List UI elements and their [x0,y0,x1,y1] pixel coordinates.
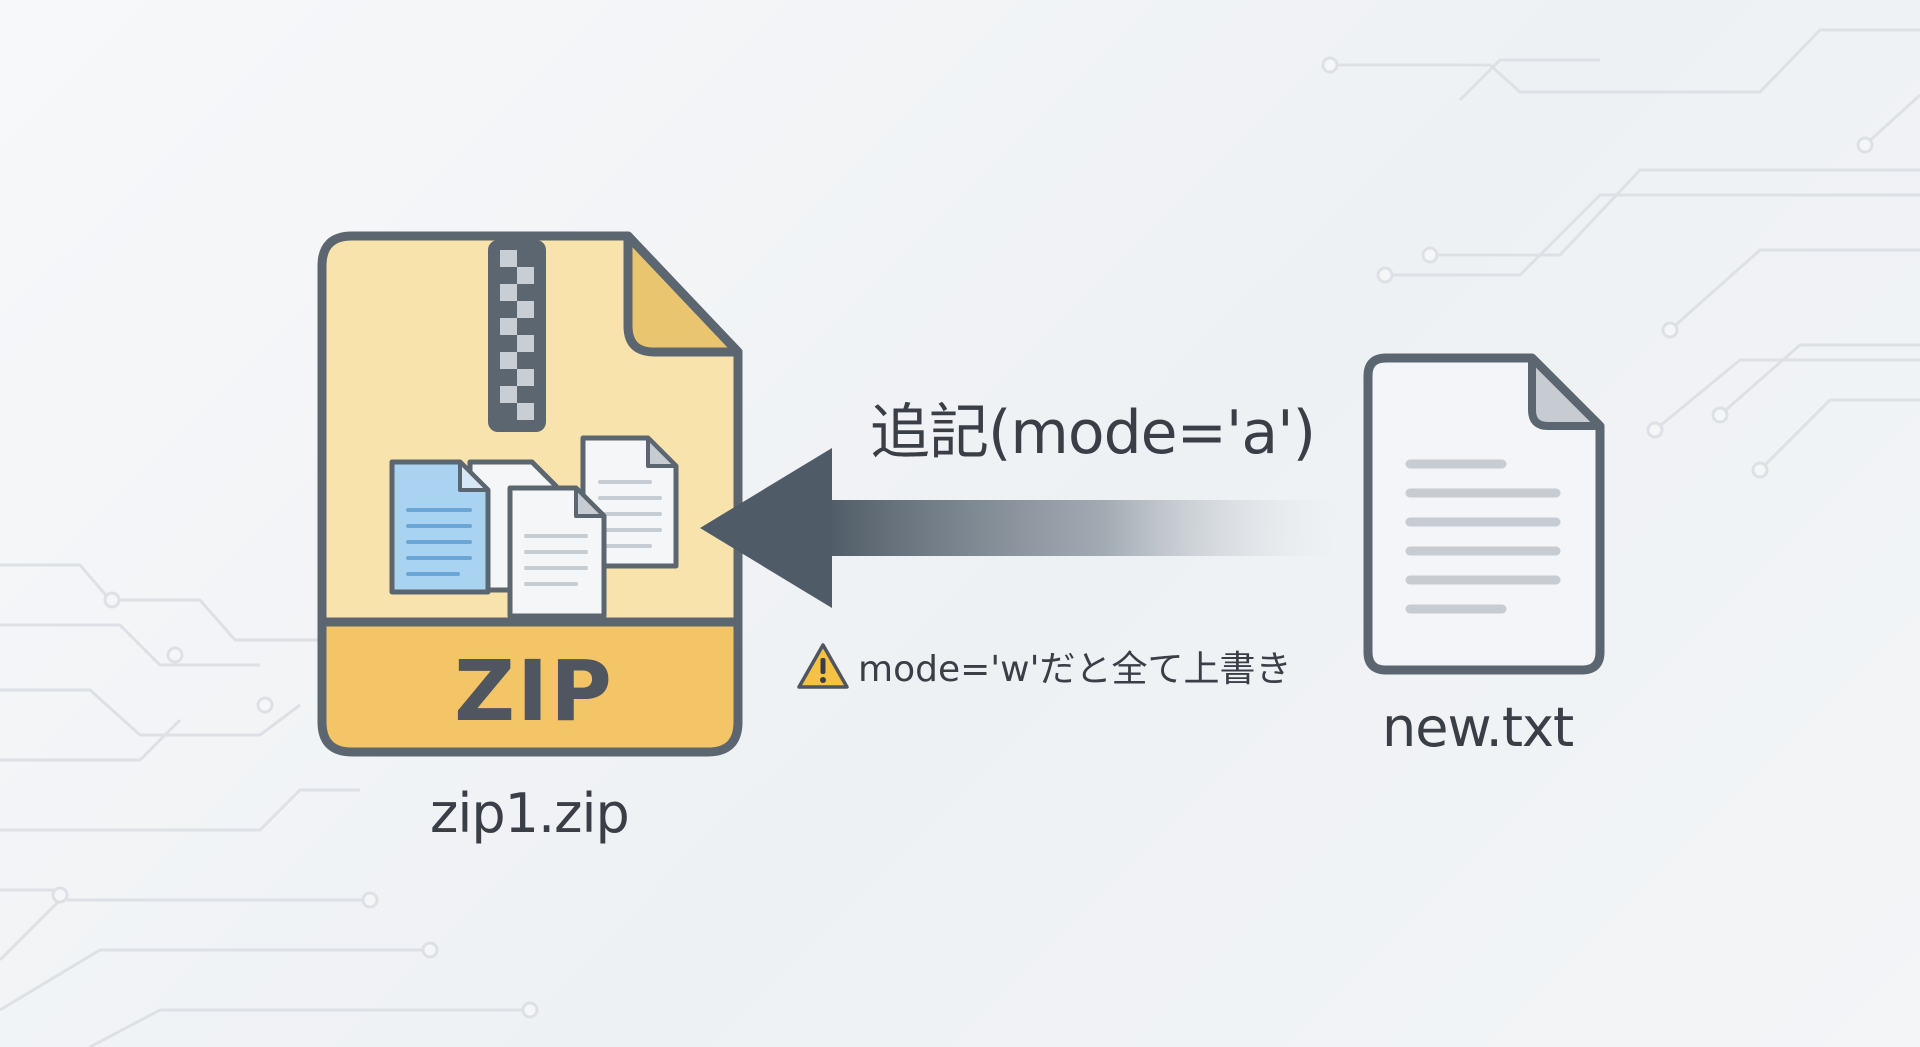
overwrite-warning-text: mode='w'だと全て上書き [858,649,1292,690]
zip-badge-label: ZIP [454,642,614,740]
text-file-icon [1363,353,1605,675]
archived-document-front-icon [507,485,607,619]
text-filename-label: new.txt [1382,696,1574,759]
circuit-traces-background [0,28,1920,1047]
overwrite-warning: mode='w'だと全て上書き [796,640,1292,692]
zip-filename-label: zip1.zip [430,782,630,845]
append-arrow [700,448,1336,608]
warning-triangle-icon [797,643,849,689]
append-mode-label: 追記(mode='a') [870,398,1316,468]
archived-document-blue-icon [389,459,491,595]
zipper-icon [488,240,546,432]
